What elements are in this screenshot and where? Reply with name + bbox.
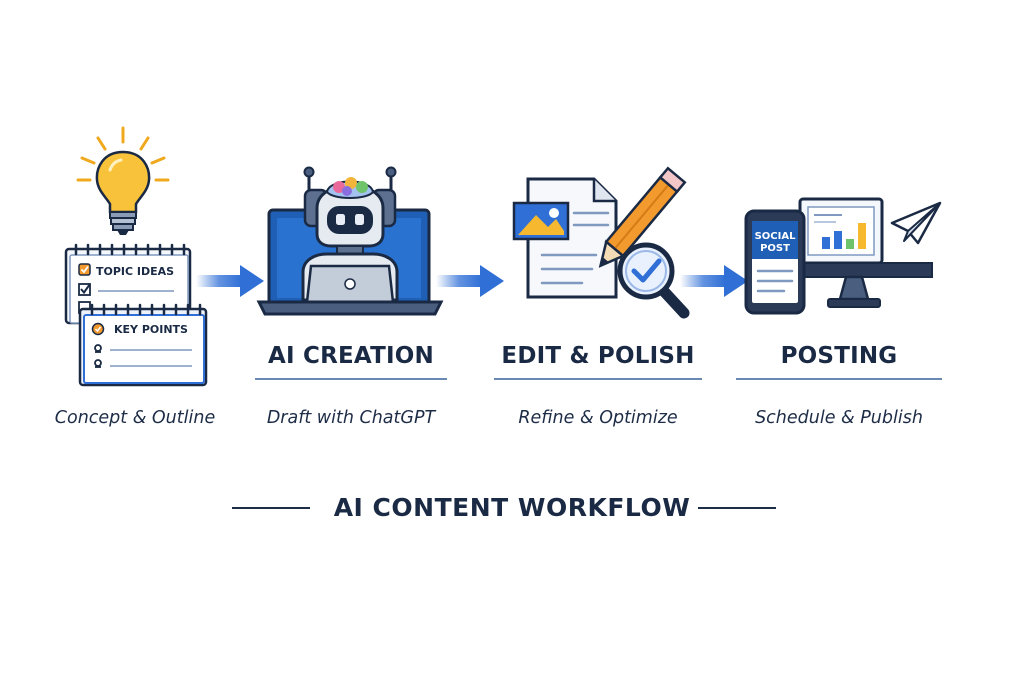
stage-1-subtitle: Concept & Outline xyxy=(54,408,216,428)
workflow-title-rule-right xyxy=(698,507,776,509)
key-points-label: KEY POINTS xyxy=(114,323,188,336)
stage-2-subtitle: Draft with ChatGPT xyxy=(266,408,436,428)
stage-4-rule xyxy=(736,378,942,380)
stage-3-title: EDIT & POLISH xyxy=(501,343,695,369)
stage-3-rule xyxy=(494,378,702,380)
arrow-right-icon xyxy=(196,265,264,297)
topic-ideas-label: TOPIC IDEAS xyxy=(96,265,175,278)
stage-2-rule xyxy=(255,378,447,380)
workflow-title: AI CONTENT WORKFLOW xyxy=(333,493,691,522)
publish-devices-icon xyxy=(744,197,942,315)
social-post-label: SOCIAL POST xyxy=(752,231,798,255)
stage-4-subtitle: Schedule & Publish xyxy=(755,408,923,428)
stage-1-title xyxy=(40,340,230,372)
workflow-title-rule-left xyxy=(232,507,310,509)
lightbulb-icon xyxy=(76,126,170,235)
topic-ideas-notepad xyxy=(64,243,192,325)
social-post-line-1: SOCIAL xyxy=(754,231,796,242)
edit-document-icon xyxy=(512,166,690,319)
stage-3-subtitle: Refine & Optimize xyxy=(518,408,678,428)
social-post-line-2: POST xyxy=(760,243,790,254)
arrow-right-icon xyxy=(436,265,504,297)
arrow-right-icon xyxy=(680,265,748,297)
stage-4-title: POSTING xyxy=(780,343,898,369)
stage-2-title: AI CREATION xyxy=(268,343,434,369)
key-points-notepad xyxy=(78,303,208,387)
ai-robot-laptop-icon xyxy=(256,166,444,316)
